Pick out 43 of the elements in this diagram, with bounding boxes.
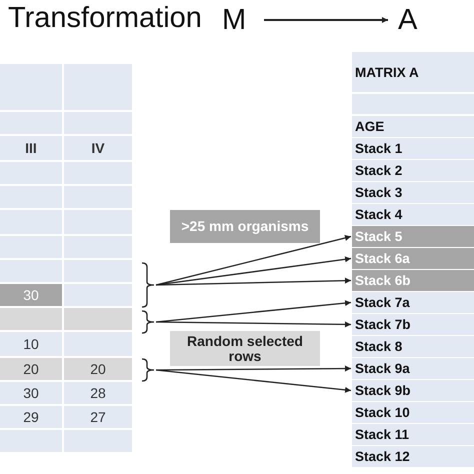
table-cell: 20 [64,358,132,380]
table-row: Stack 10 [352,402,474,423]
table-cell: 29 [0,406,62,428]
curly-bracket [142,358,154,382]
curly-bracket [142,262,154,308]
table-row: Stack 2 [352,160,474,181]
table-cell: 30 [0,382,62,404]
table-row: Stack 6a [352,248,474,269]
table-cell: 30 [0,284,62,306]
matrix-letter: A [398,2,418,38]
title: Transformation [8,2,202,35]
table-row: AGE [352,116,474,137]
table-header: MATRIX A [352,52,474,92]
arrow [156,369,352,393]
arrow [156,278,352,286]
table-cell: 27 [64,406,132,428]
table-cell: 10 [0,332,62,356]
arrow [156,235,352,286]
arrow [156,256,352,286]
table-row: Stack 7a [352,292,474,313]
arrow [156,300,352,323]
note-box: >25 mm organisms [170,210,320,243]
table-row: Stack 8 [352,336,474,357]
note-box: Random selected rows [170,331,320,366]
table-row [352,94,474,114]
table-cell: 28 [64,382,132,404]
arrow [264,17,388,23]
table-row: Stack 11 [352,424,474,445]
table-row: Stack 9b [352,380,474,401]
table-cell: IV [64,136,132,160]
table-row: Stack 12 [352,446,474,467]
table-cell: III [0,136,62,160]
arrow [156,321,351,328]
table-row: Stack 5 [352,226,474,247]
curly-bracket [142,310,154,334]
table-cell: 20 [0,358,62,380]
table-row: Stack 4 [352,204,474,225]
table-row: Stack 3 [352,182,474,203]
table-row: Stack 7b [352,314,474,335]
table-row: Stack 9a [352,358,474,379]
matrix-letter: M [222,2,246,38]
table-row: Stack 1 [352,138,474,159]
table-row: Stack 6b [352,270,474,291]
